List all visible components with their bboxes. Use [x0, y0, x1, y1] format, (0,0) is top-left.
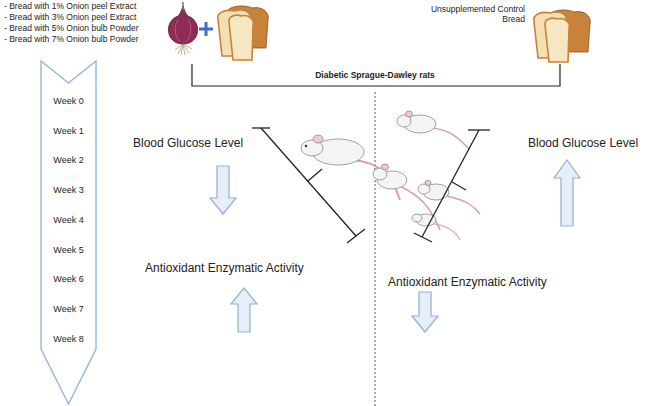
text-label: Unsupplemented Control Bread	[420, 5, 525, 25]
chevron-outline	[40, 60, 97, 405]
week-label: Week 7	[53, 305, 83, 315]
trend-arrow	[210, 160, 580, 332]
text-label: Antioxidant Enzymatic Activity	[388, 276, 547, 290]
text-label: - Bread with 1% Onion peel Extract	[4, 2, 136, 12]
divider-line	[375, 92, 376, 406]
week-label: Week 5	[53, 246, 83, 256]
plus-sign	[199, 22, 213, 36]
text-label: Diabetic Sprague-Dawley rats	[315, 71, 435, 81]
week-label: Week 3	[53, 186, 83, 196]
week-label: Week 2	[53, 156, 83, 166]
week-label: Week 6	[53, 275, 83, 285]
text-label: Blood Glucose Level	[528, 137, 638, 151]
onion-icon	[168, 2, 197, 55]
text-label: - Bread with 3% Onion peel Extract	[4, 13, 136, 23]
timeline-chevron: Week 0 Week 1 Week 2 Week 3 Week 4 Week 5 Week…	[40, 60, 97, 405]
group-bracket	[192, 64, 560, 86]
text-label: - Bread with 5% Onion bulb Powder	[4, 24, 139, 34]
week-label: Week 4	[53, 216, 83, 226]
effect-bracket	[414, 130, 490, 242]
bread-icon	[534, 10, 591, 62]
text-label: Antioxidant Enzymatic Activity	[145, 262, 304, 276]
bread-icon	[218, 6, 269, 60]
rat-illustration	[301, 111, 480, 240]
week-label: Week 1	[53, 127, 83, 137]
week-label: Week 0	[53, 97, 83, 107]
text-label: Blood Glucose Level	[133, 137, 243, 151]
text-label: - Bread with 7% Onion bulb Powder	[4, 35, 139, 45]
week-label: Week 8	[53, 335, 83, 345]
effect-bracket	[252, 128, 365, 243]
